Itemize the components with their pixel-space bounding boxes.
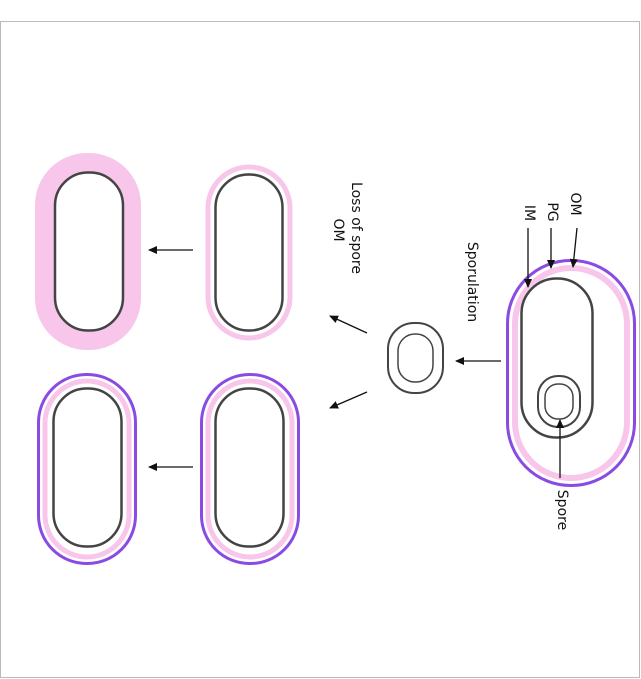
- om-label: OM: [567, 192, 583, 215]
- mature-cell-with-om: [37, 373, 137, 565]
- sporulation-label: Sporulation: [464, 242, 480, 322]
- mature-cell-with-om-om: [37, 373, 137, 565]
- branch-arrow-top: [329, 315, 368, 334]
- germinated-cell-with-om-im: [214, 387, 285, 548]
- germinated-cell-with-om-pg: [205, 378, 295, 560]
- germinated-cell-with-om-om: [200, 373, 300, 565]
- loss-of-spore-om-label-line2: OM: [330, 218, 346, 241]
- released-spore-outer: [387, 322, 444, 394]
- figure-border: [0, 21, 640, 678]
- mature-cell-with-om-im: [52, 387, 123, 548]
- loss-of-spore-om-label-line1: Loss of spore: [348, 182, 364, 274]
- im-label: IM: [521, 205, 537, 221]
- mother-cell-im: [520, 277, 594, 439]
- thick-pg-cell-im: [53, 171, 125, 332]
- mother-cell-pg: [512, 265, 630, 481]
- spore-label: Spore: [554, 490, 570, 530]
- released-spore-inner: [397, 333, 434, 383]
- germinated-cell-no-om: [205, 164, 293, 341]
- forespore-inner: [544, 383, 574, 420]
- germinated-cell-with-om: [200, 373, 300, 565]
- thick-pg-cell: [35, 153, 141, 350]
- mother-cell: [506, 259, 636, 487]
- om-pointer-arrow: [569, 227, 578, 268]
- pg-label: PG: [544, 202, 560, 221]
- germinated-cell-no-om-im: [214, 173, 284, 332]
- mature-cell-with-om-pg: [42, 378, 132, 560]
- germinated-cell-no-om-pg: [205, 164, 293, 341]
- released-spore: [387, 322, 444, 394]
- branch-arrow-bottom: [329, 391, 368, 409]
